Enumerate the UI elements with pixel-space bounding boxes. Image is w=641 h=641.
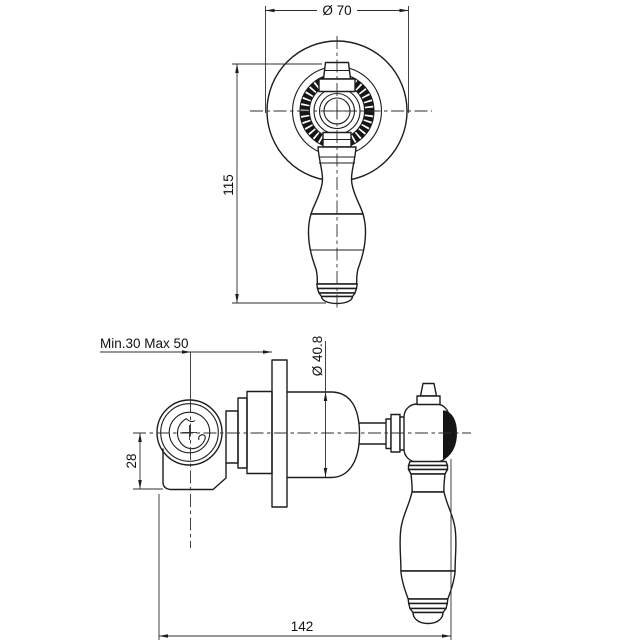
label-escutcheon-diameter: Ø 70: [322, 3, 351, 18]
label-installation-depth: Min.30 Max 50: [100, 336, 189, 351]
dim-body-diameter: Ø 40.8: [310, 336, 328, 477]
front-view: Ø 70 115: [221, 3, 432, 308]
lever-end-cap: [443, 410, 458, 459]
label-overall-depth: 142: [291, 619, 314, 634]
valve-body: [156, 397, 248, 491]
handle-stem: [358, 422, 388, 445]
label-handle-height: 115: [221, 174, 236, 196]
lever-handle-front: [307, 131, 367, 305]
dome-cover: [286, 391, 361, 479]
dim-escutcheon-diameter: Ø 70: [265, 3, 409, 113]
side-view: Min.30 Max 50 Ø 40.8 28 142: [100, 336, 471, 640]
inlet-port-circle: [156, 399, 223, 466]
label-inlet-offset: 28: [124, 453, 139, 468]
dim-overall-depth: 142: [158, 459, 452, 640]
dim-inlet-offset: 28: [124, 433, 163, 490]
side-centerlines: [133, 352, 471, 548]
dim-installation-depth: Min.30 Max 50: [100, 336, 272, 354]
lever-handle-side: [399, 460, 457, 625]
cartridge-housing: [246, 390, 273, 475]
wall-flange: [271, 359, 288, 508]
front-centerlines: [250, 36, 432, 308]
label-body-diameter: Ø 40.8: [310, 336, 325, 377]
finial-side: [416, 382, 441, 406]
handle-tip-side: [412, 611, 444, 625]
dim-handle-height: 115: [221, 63, 326, 304]
inlet-thread-detail: [176, 418, 206, 450]
